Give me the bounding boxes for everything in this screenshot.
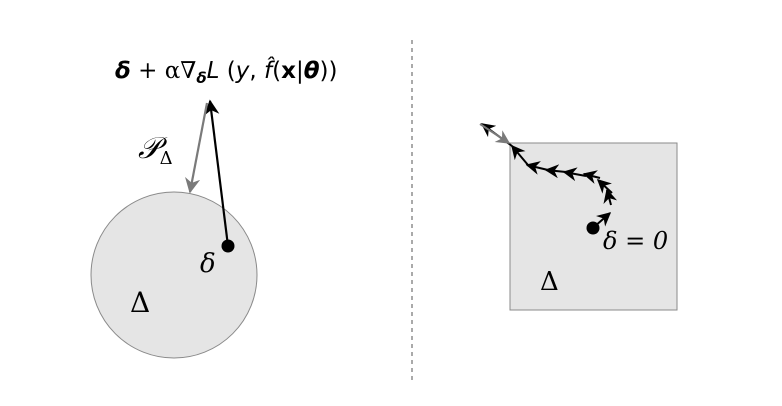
projection-operator-label: 𝒫Δ bbox=[138, 131, 173, 169]
point-delta-label: δ bbox=[200, 249, 216, 279]
step-arrow-7 bbox=[525, 161, 549, 175]
left-panel: Δ δ 𝒫Δ δ + α∇δL (y, f̂(x|θ)) bbox=[90, 57, 337, 359]
step-arrow-3 bbox=[596, 179, 613, 194]
step-arrow-4 bbox=[582, 170, 601, 184]
step-arrow-8 bbox=[511, 144, 529, 166]
start-point bbox=[586, 221, 600, 235]
step-arrow-6 bbox=[544, 164, 567, 179]
start-point-label: δ = 0 bbox=[603, 227, 668, 255]
step-arrow-5 bbox=[562, 167, 587, 182]
right-panel: Δ δ = 0 bbox=[479, 123, 678, 311]
gradient-step-arrow bbox=[204, 99, 230, 247]
projection-arrow bbox=[185, 102, 209, 194]
gradient-update-formula: δ + α∇δL (y, f̂(x|θ)) bbox=[115, 57, 337, 87]
box-projection-arrow bbox=[479, 123, 511, 144]
constraint-ball-region bbox=[90, 191, 258, 359]
box-region-label: Δ bbox=[540, 267, 559, 297]
ball-region-label: Δ bbox=[130, 286, 150, 319]
perturbation-point bbox=[221, 239, 235, 253]
